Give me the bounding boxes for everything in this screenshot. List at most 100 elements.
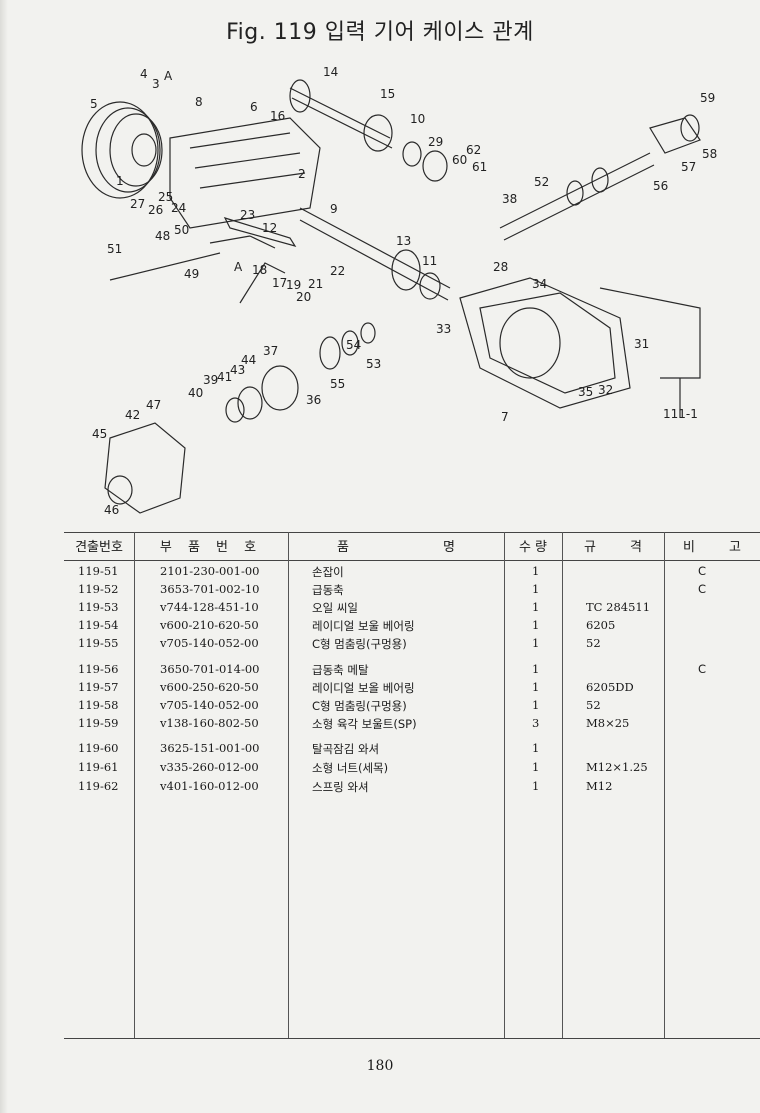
table-cell-part: 3653-701-002-10 bbox=[160, 582, 260, 596]
table-cell-part: v138-160-802-50 bbox=[160, 716, 259, 730]
table-cell-note: C bbox=[698, 564, 707, 578]
callout-55: 55 bbox=[330, 377, 345, 391]
table-cell-name: 급동축 bbox=[312, 583, 344, 597]
table-cell-spec: TC 284511 bbox=[586, 600, 651, 614]
table-cell-no: 119-54 bbox=[78, 618, 119, 632]
table-cell-spec: 52 bbox=[586, 636, 601, 650]
table-cell-qty: 1 bbox=[532, 662, 540, 676]
callout-12: 12 bbox=[262, 221, 277, 235]
callout-a-top: A bbox=[164, 69, 173, 83]
header-qty: 수 량 bbox=[518, 540, 548, 555]
page-number: 180 bbox=[366, 1058, 394, 1074]
figure-title: Fig. 119 입력 기어 케이스 관계 bbox=[226, 20, 534, 45]
table-cell-part: v600-210-620-50 bbox=[160, 618, 259, 632]
table-top-rule bbox=[64, 532, 760, 533]
callout-3: 3 bbox=[152, 77, 160, 91]
callout-40: 40 bbox=[188, 386, 203, 400]
table-cell-part: v401-160-012-00 bbox=[160, 779, 259, 793]
table-cell-spec: 52 bbox=[586, 698, 601, 712]
table-cell-part: v335-260-012-00 bbox=[160, 760, 259, 774]
callout-25: 25 bbox=[158, 190, 173, 204]
table-cell-name: 레이디얼 보울 베어링 bbox=[312, 619, 415, 633]
table-cell-no: 119-52 bbox=[78, 582, 119, 596]
callout-17: 17 bbox=[272, 276, 287, 290]
col-divider bbox=[288, 532, 289, 1038]
callout-27: 27 bbox=[130, 197, 145, 211]
header-ref-no: 견출번호 bbox=[75, 540, 123, 555]
callout-22: 22 bbox=[330, 264, 345, 278]
callout-24: 24 bbox=[171, 201, 186, 215]
callout-11: 11 bbox=[422, 254, 437, 268]
table-cell-part: 2101-230-001-00 bbox=[160, 564, 260, 578]
table-cell-name: 스프링 와셔 bbox=[312, 780, 369, 794]
table-cell-spec: 6205 bbox=[586, 618, 616, 632]
callout-46: 46 bbox=[104, 503, 119, 517]
callout-23: 23 bbox=[240, 208, 255, 222]
table-cell-part: v705-140-052-00 bbox=[160, 698, 259, 712]
table-cell-name: 소형 육각 보울트(SP) bbox=[312, 717, 417, 731]
table-cell-qty: 1 bbox=[532, 760, 540, 774]
table-cell-name: 오일 씨일 bbox=[312, 601, 358, 615]
callout-2: 2 bbox=[298, 167, 306, 181]
callout-15: 15 bbox=[380, 87, 395, 101]
table-cell-name: 소형 너트(세목) bbox=[312, 761, 389, 775]
callout-49: 49 bbox=[184, 267, 199, 281]
table-cell-spec: M12×1.25 bbox=[586, 760, 648, 774]
table-cell-qty: 1 bbox=[532, 680, 540, 694]
callout-56: 56 bbox=[653, 179, 668, 193]
callout-53: 53 bbox=[366, 357, 381, 371]
table-cell-no: 119-56 bbox=[78, 662, 119, 676]
callout-21: 21 bbox=[308, 277, 323, 291]
col-divider bbox=[664, 532, 665, 1038]
callout-29: 29 bbox=[428, 135, 443, 149]
callout-7: 7 bbox=[501, 410, 509, 424]
table-cell-qty: 1 bbox=[532, 636, 540, 650]
table-cell-name: 급동축 메탈 bbox=[312, 663, 369, 677]
callout-28: 28 bbox=[493, 260, 508, 274]
table-cell-part: 3625-151-001-00 bbox=[160, 741, 260, 755]
callout-8: 8 bbox=[195, 95, 203, 109]
col-divider bbox=[562, 532, 563, 1038]
table-cell-no: 119-57 bbox=[78, 680, 119, 694]
callout-61: 61 bbox=[472, 160, 487, 174]
exploded-parts-diagram: 1 2 3 4 5 6 7 8 9 10 11 12 13 14 15 16 1… bbox=[60, 58, 720, 528]
table-cell-name: 레이디얼 보올 베어링 bbox=[312, 681, 415, 695]
table-cell-qty: 1 bbox=[532, 779, 540, 793]
table-cell-spec: M8×25 bbox=[586, 716, 630, 730]
header-part-name: 품 명 bbox=[336, 540, 456, 555]
callout-51: 51 bbox=[107, 242, 122, 256]
callout-42: 42 bbox=[125, 408, 140, 422]
table-cell-qty: 1 bbox=[532, 698, 540, 712]
callout-57: 57 bbox=[681, 160, 696, 174]
header-part-no: 부 품 번 호 bbox=[159, 540, 263, 555]
table-cell-part: v744-128-451-10 bbox=[160, 600, 259, 614]
callout-a-middle: A bbox=[234, 260, 243, 274]
callout-62: 62 bbox=[466, 143, 481, 157]
table-cell-name: C형 멈춤링(구멍용) bbox=[312, 637, 407, 651]
table-cell-qty: 1 bbox=[532, 618, 540, 632]
callout-31: 31 bbox=[634, 337, 649, 351]
callout-41: 41 bbox=[217, 370, 232, 384]
table-cell-no: 119-59 bbox=[78, 716, 119, 730]
scan-edge-shadow bbox=[0, 0, 8, 1113]
table-cell-name: 탈곡잠김 와셔 bbox=[312, 742, 380, 756]
table-cell-spec: M12 bbox=[586, 779, 613, 793]
table-cell-no: 119-55 bbox=[78, 636, 119, 650]
table-cell-qty: 1 bbox=[532, 741, 540, 755]
table-cell-qty: 1 bbox=[532, 564, 540, 578]
callout-59: 59 bbox=[700, 91, 715, 105]
table-cell-qty: 1 bbox=[532, 582, 540, 596]
callout-39: 39 bbox=[203, 373, 218, 387]
callout-48: 48 bbox=[155, 229, 170, 243]
table-cell-name: 손잡이 bbox=[312, 565, 344, 579]
callout-58: 58 bbox=[702, 147, 717, 161]
table-cell-note: C bbox=[698, 662, 707, 676]
callout-20: 20 bbox=[296, 290, 311, 304]
table-bottom-rule bbox=[64, 1038, 760, 1039]
callout-33: 33 bbox=[436, 322, 451, 336]
table-cell-note: C bbox=[698, 582, 707, 596]
table-cell-name: C형 멈춤링(구멍용) bbox=[312, 699, 407, 713]
callout-36: 36 bbox=[306, 393, 321, 407]
callout-38: 38 bbox=[502, 192, 517, 206]
